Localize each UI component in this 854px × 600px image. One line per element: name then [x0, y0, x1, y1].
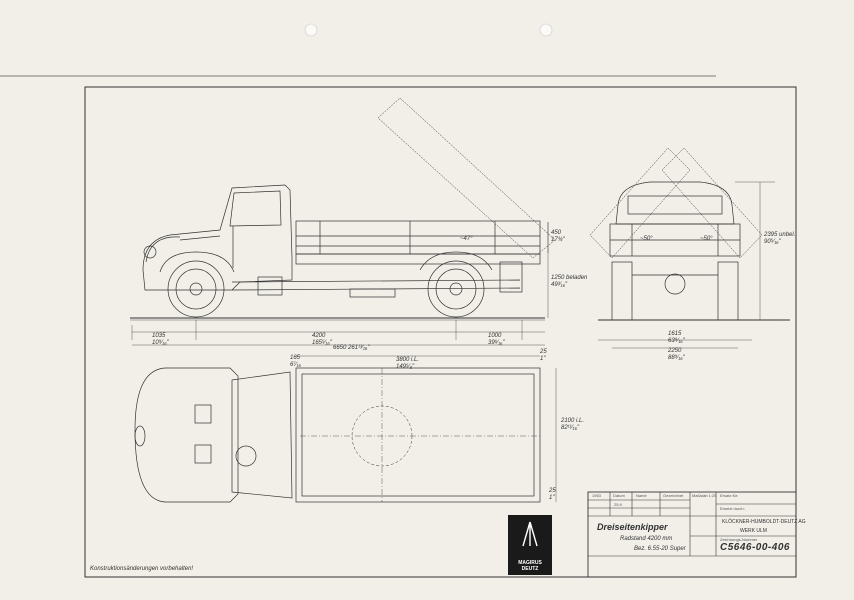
tb-header-name: Name — [636, 493, 647, 498]
tb-year: 1953 — [592, 493, 601, 498]
punch-hole-right — [539, 23, 553, 37]
dim-tilt-angle-right: ~50° — [700, 236, 713, 242]
tb-date-value: 25.9 — [614, 502, 622, 507]
tb-massstab: Maßstab 1:25 — [692, 493, 717, 498]
rear-view — [589, 147, 790, 349]
magirus-deutz-logo: MAGIRUS DEUTZ — [518, 560, 542, 572]
dim-tilt-angle-side: ~47° — [460, 236, 473, 242]
plan-view — [134, 355, 557, 503]
drawing-border — [84, 86, 797, 578]
dim-overall-height: 2395 unbel.90⁵⁄₁₆" — [764, 232, 796, 245]
revision-note: Konstruktionsänderungen vorbehalten! — [90, 566, 194, 572]
dim-tilt-angle-left: ~50° — [640, 236, 653, 242]
drawing-number: C5646-00-406 — [720, 542, 790, 553]
company-werk: WERK ULM — [740, 528, 767, 534]
title-block — [587, 491, 797, 578]
dim-overall-length: 6650 261¹³⁄₁₆" — [333, 345, 370, 351]
punch-hole-left — [304, 23, 318, 37]
dim-body-width: 2100 i.L.82¹¹⁄₁₆" — [561, 418, 585, 431]
drawing-radstand: Radstand 4200 mm — [620, 536, 673, 542]
dim-body-length: 3800 i.L.149⁵⁄₈" — [396, 357, 420, 370]
tb-ersetzt-durch: Ersetzt durch: — [720, 506, 745, 511]
tb-ersatz-fuer: Ersatz für: — [720, 493, 739, 498]
drawing-title: Dreiseitenkipper — [597, 522, 668, 532]
logo-mark — [508, 515, 552, 575]
side-view — [130, 97, 556, 346]
company-name: KLÖCKNER-HUMBOLDT-DEUTZ AG — [722, 519, 806, 525]
tb-header-datum: Datum — [613, 493, 625, 498]
tb-header-zeichner: Gezeichnet — [663, 493, 684, 498]
drawing-bezeichnung: Bez. 6.55-20 Super — [634, 546, 686, 552]
tb-zeichnungs-nr: Zeichnungs-Nummer — [720, 537, 758, 542]
